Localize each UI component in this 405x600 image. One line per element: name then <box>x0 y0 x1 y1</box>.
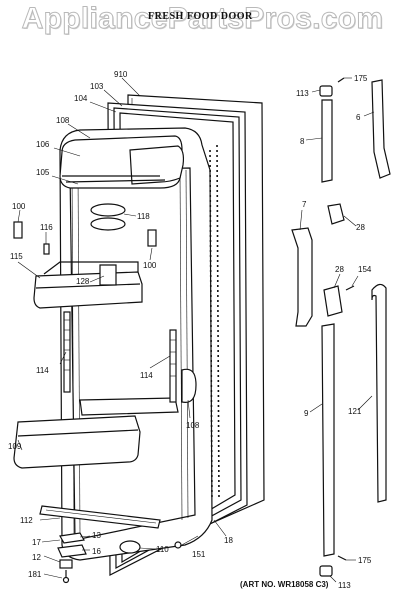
handle-bar-lower <box>321 323 335 557</box>
diagram-title: FRESH FOOD DOOR <box>148 11 253 22</box>
handle-bar-upper <box>321 99 333 183</box>
label-121: 121 <box>348 407 362 416</box>
bracket-right <box>147 229 157 247</box>
label-9: 9 <box>304 409 309 418</box>
screw-top <box>337 77 345 83</box>
egg-tray <box>90 203 126 231</box>
dairy-compartment <box>59 135 185 189</box>
label-151: 151 <box>192 550 206 559</box>
label-114-right: 114 <box>140 371 153 380</box>
label-105: 105 <box>36 168 50 177</box>
label-104: 104 <box>74 94 88 103</box>
part-number-labels: 910 103 104 108 106 105 100 116 118 100 … <box>8 70 372 590</box>
bracket-left <box>13 221 23 239</box>
label-108-top: 108 <box>56 116 70 125</box>
label-7: 7 <box>302 200 307 209</box>
hinge-cap-top <box>319 85 333 97</box>
label-106: 106 <box>36 140 50 149</box>
shelf-rail-right <box>169 329 177 403</box>
clip <box>43 243 50 255</box>
label-154: 154 <box>358 265 372 274</box>
watermark-text: AppliancePartsPros.com <box>21 2 384 36</box>
label-13: 13 <box>92 531 101 540</box>
label-17: 17 <box>32 538 41 547</box>
label-128: 128 <box>76 277 90 286</box>
label-28-lower: 28 <box>335 265 344 274</box>
hinge-cap-bottom <box>319 565 333 577</box>
label-109: 109 <box>8 442 22 451</box>
label-12: 12 <box>32 553 41 562</box>
label-910: 910 <box>114 70 128 79</box>
label-175-bottom: 175 <box>358 556 372 565</box>
screw-154 <box>345 285 355 291</box>
label-115: 115 <box>10 252 23 261</box>
label-18: 18 <box>224 536 233 545</box>
label-6: 6 <box>356 113 361 122</box>
label-100-left: 100 <box>12 202 26 211</box>
door-stop <box>181 368 197 403</box>
label-100-right: 100 <box>143 261 157 270</box>
label-8: 8 <box>300 137 305 146</box>
label-118: 118 <box>137 212 150 221</box>
bottom-trim-strip <box>39 505 161 529</box>
screw-bottom <box>337 555 347 561</box>
label-112: 112 <box>20 516 33 525</box>
label-108-bottom: 108 <box>186 421 200 430</box>
label-181: 181 <box>28 570 42 579</box>
door-handle <box>291 227 313 327</box>
lower-door-bin <box>13 415 141 469</box>
leader-lines <box>17 77 375 583</box>
label-116: 116 <box>40 223 53 232</box>
hinge-assembly <box>57 532 87 584</box>
handle-trim-upper <box>371 79 391 179</box>
door-liner <box>59 127 220 561</box>
shelf-rail-left <box>63 311 71 393</box>
screw <box>174 541 182 549</box>
label-110: 110 <box>156 545 169 554</box>
door-cam <box>119 540 141 554</box>
handle-bracket-upper <box>327 203 345 225</box>
label-28-upper: 28 <box>356 223 365 232</box>
handle-trim-lower <box>371 283 387 503</box>
handle-bracket-lower <box>323 285 343 317</box>
label-114-left: 114 <box>36 366 49 375</box>
art-number: (ART NO. WR18058 C3) <box>240 580 329 589</box>
label-175-top: 175 <box>354 74 368 83</box>
label-113-top: 113 <box>296 89 309 98</box>
label-16: 16 <box>92 547 101 556</box>
label-113-bottom: 113 <box>338 581 351 590</box>
label-103: 103 <box>90 82 104 91</box>
upper-door-bin <box>33 261 143 309</box>
